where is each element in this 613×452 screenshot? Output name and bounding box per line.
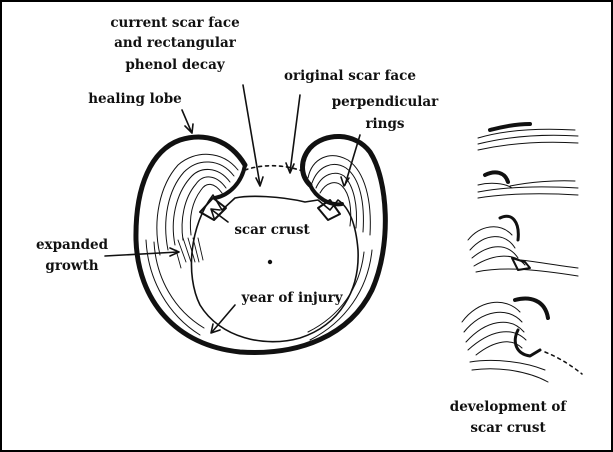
healing-lobe-outline (136, 136, 385, 352)
label-current-scar-face-3: phenol decay (125, 57, 225, 73)
label-development-1: development of (450, 399, 568, 415)
arrow-expanded-growth (105, 252, 178, 256)
label-perpendicular-rings-2: rings (365, 116, 404, 132)
label-current-scar-face-2: and rectangular (114, 35, 237, 51)
stage-2 (478, 172, 578, 198)
label-development-2: scar crust (470, 420, 546, 436)
label-perpendicular-rings-1: perpendicular (332, 94, 439, 110)
scar-crust-development (462, 124, 582, 382)
right-lobe-rings (308, 156, 372, 340)
arrow-original-scar-face (290, 95, 300, 172)
label-current-scar-face-1: current scar face (110, 15, 239, 31)
stage-1 (478, 124, 578, 150)
label-expanded-growth-1: expanded (36, 237, 109, 253)
label-scar-crust: scar crust (234, 222, 310, 238)
stage-4 (462, 299, 582, 382)
pith (268, 260, 272, 264)
label-healing-lobe: healing lobe (88, 91, 182, 107)
label-original-scar-face: original scar face (284, 68, 416, 84)
label-year-of-injury: year of injury (240, 290, 343, 306)
original-scar-face-line (245, 166, 305, 172)
expanded-growth-hatching (176, 238, 203, 268)
stage-3 (468, 216, 578, 276)
stem-cross-section (136, 136, 385, 352)
label-expanded-growth-2: growth (45, 258, 98, 274)
